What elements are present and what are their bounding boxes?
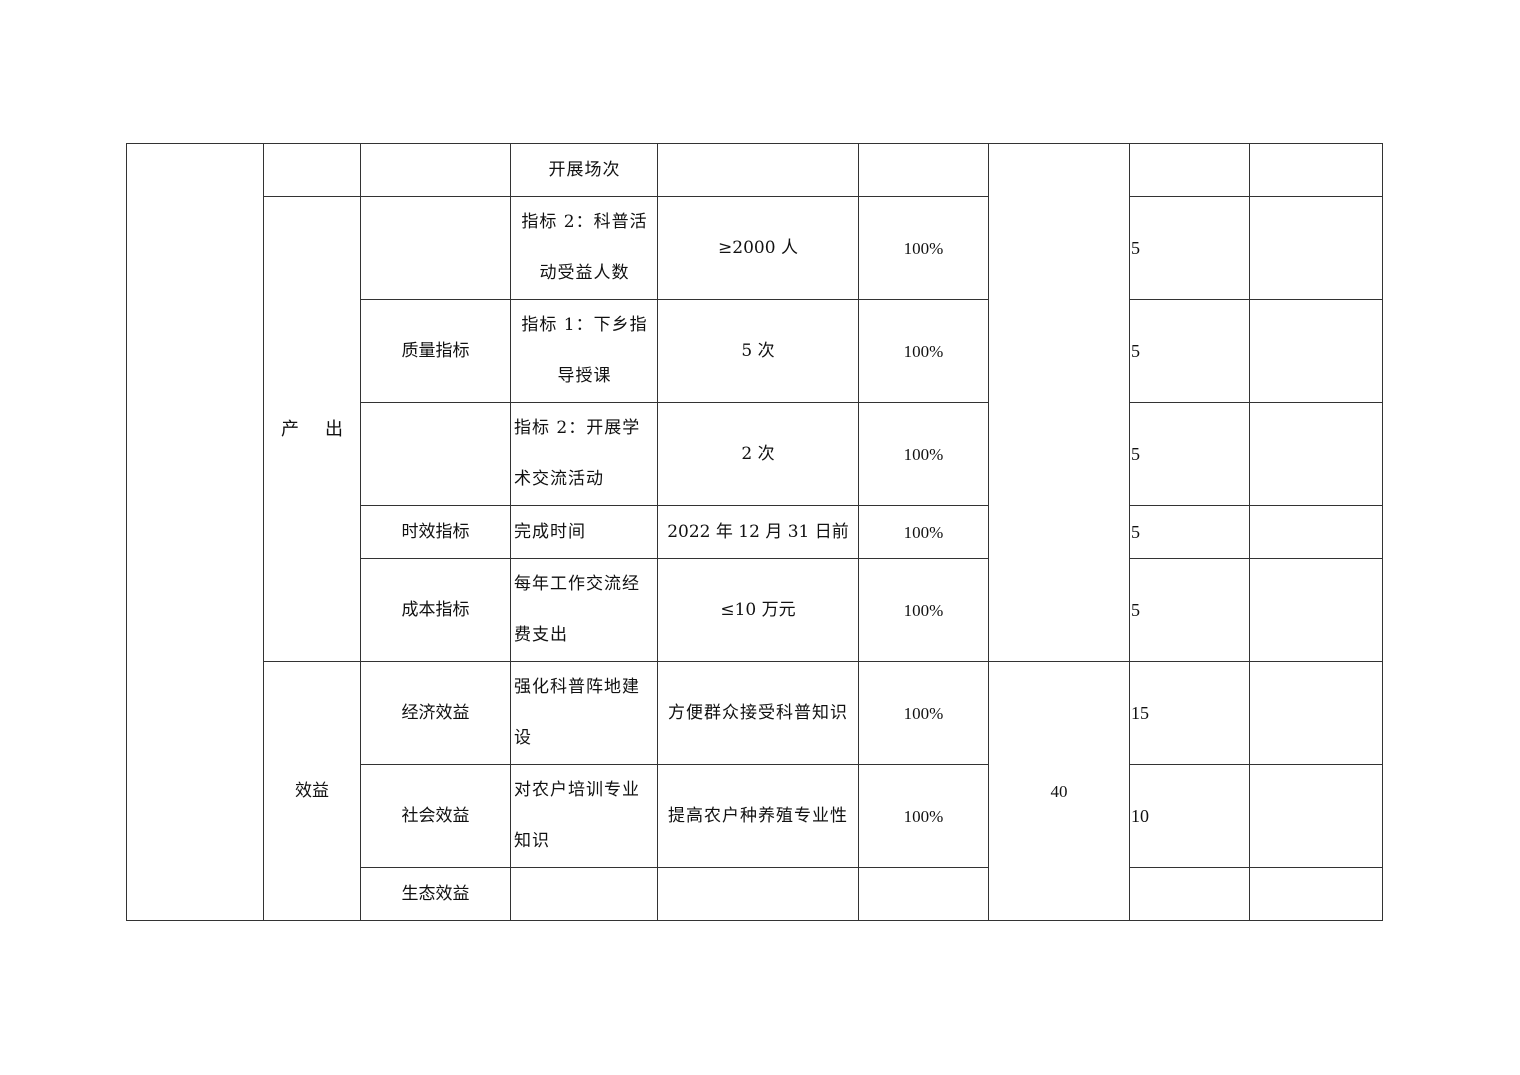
table-row: 指标 2：开展学术交流活动 2 次 100% 5 (127, 402, 1383, 506)
remark-cell (1249, 143, 1383, 197)
completion-value: 100% (858, 196, 989, 300)
score-cell: 15 (1129, 661, 1250, 765)
tier2-label: 时效指标 (360, 505, 511, 559)
completion-value: 100% (858, 299, 989, 403)
target-cell (657, 143, 859, 197)
score-cell (1129, 143, 1250, 197)
score-cell: 10 (1129, 764, 1250, 868)
table-row: 社会效益 对农户培训专业知识 提高农户种养殖专业性 100% 10 (127, 764, 1383, 868)
tier2-label: 经济效益 (360, 661, 511, 765)
indicator-text: 每年工作交流经费支出 (514, 574, 640, 645)
tier2-label: 社会效益 (360, 764, 511, 868)
target-value: ≥2000 人 (657, 196, 859, 300)
remark-cell (1249, 558, 1383, 662)
output-label: 产出 (281, 418, 343, 440)
completion-value: 100% (858, 661, 989, 765)
indicator-text: 指标 2：开展学术交流活动 (514, 418, 641, 489)
completion-value: 100% (858, 558, 989, 662)
score-value: 15 (1131, 702, 1149, 723)
indicator-cell: 指标 1：下乡指导授课 (510, 299, 658, 403)
indicator-cell: 开展场次 (510, 143, 658, 197)
completion-cell (858, 867, 989, 921)
target-cell (657, 867, 859, 921)
indicator-cell: 指标 2：开展学术交流活动 (510, 402, 658, 506)
table-row: 生态效益 (127, 867, 1383, 921)
tier2-cell (360, 143, 511, 197)
indicator-cell: 对农户培训专业知识 (510, 764, 658, 868)
score-cell: 5 (1129, 558, 1250, 662)
score-value: 5 (1131, 599, 1140, 620)
first-level-cell (126, 143, 264, 921)
remark-cell (1249, 505, 1383, 559)
target-value: 5 次 (657, 299, 859, 403)
table-row: 效益 经济效益 强化科普阵地建设 方便群众接受科普知识 100% 40 15 (127, 661, 1383, 921)
target-value: 提高农户种养殖专业性 (657, 764, 859, 868)
score-cell: 5 (1129, 196, 1250, 300)
tier2-cell (360, 196, 511, 300)
table-row: 成本指标 每年工作交流经费支出 ≤10 万元 100% 5 (127, 558, 1383, 662)
target-value: 2 次 (657, 402, 859, 506)
score-value: 5 (1131, 340, 1140, 361)
remark-cell (1249, 661, 1383, 765)
indicator-cell: 强化科普阵地建设 (510, 661, 658, 765)
target-value: 方便群众接受科普知识 (657, 661, 859, 765)
score-value: 5 (1131, 237, 1140, 258)
score-value: 5 (1131, 521, 1140, 542)
tier1-cell (263, 143, 361, 197)
target-value: 2022 年 12 月 31 日前 (657, 505, 859, 559)
indicator-text: 对农户培训专业知识 (514, 780, 640, 851)
score-cell: 5 (1129, 402, 1250, 506)
score-cell: 5 (1129, 505, 1250, 559)
completion-value: 100% (858, 505, 989, 559)
indicator-text: 指标 1：下乡指导授课 (521, 315, 648, 386)
remark-cell (1249, 196, 1383, 300)
tier2-label: 成本指标 (360, 558, 511, 662)
tier2-label: 质量指标 (360, 299, 511, 403)
table-row: 开展场次 (126, 143, 1383, 921)
indicator-cell: 每年工作交流经费支出 (510, 558, 658, 662)
performance-indicator-table: 开展场次 产出 指标 2：科普活动受益人数 ≥2000 人 100% 5 质量指… (126, 143, 1383, 921)
score-value: 10 (1131, 805, 1149, 826)
completion-value: 100% (858, 402, 989, 506)
tier2-cell (360, 402, 511, 506)
completion-value: 100% (858, 764, 989, 868)
weight-cell (988, 143, 1130, 662)
remark-cell (1249, 867, 1383, 921)
table-row: 质量指标 指标 1：下乡指导授课 5 次 100% 5 (127, 299, 1383, 403)
indicator-text: 完成时间 (514, 521, 586, 542)
target-value: ≤10 万元 (657, 558, 859, 662)
score-cell (1129, 867, 1250, 921)
score-value: 5 (1131, 443, 1140, 464)
score-cell: 5 (1129, 299, 1250, 403)
completion-cell (858, 143, 989, 197)
indicator-cell: 完成时间 (510, 505, 658, 559)
indicator-cell: 指标 2：科普活动受益人数 (510, 196, 658, 300)
indicator-text: 指标 2：科普活动受益人数 (521, 212, 648, 283)
indicator-cell (510, 867, 658, 921)
remark-cell (1249, 764, 1383, 868)
indicator-text: 强化科普阵地建设 (514, 677, 640, 748)
remark-cell (1249, 299, 1383, 403)
output-label-cell: 产出 (263, 196, 361, 662)
remark-cell (1249, 402, 1383, 506)
tier2-label: 生态效益 (360, 867, 511, 921)
indicator-text: 开展场次 (548, 159, 621, 180)
benefit-label: 效益 (263, 661, 361, 921)
benefit-weight: 40 (988, 661, 1130, 921)
table-row: 产出 指标 2：科普活动受益人数 ≥2000 人 100% 5 (127, 196, 1383, 662)
